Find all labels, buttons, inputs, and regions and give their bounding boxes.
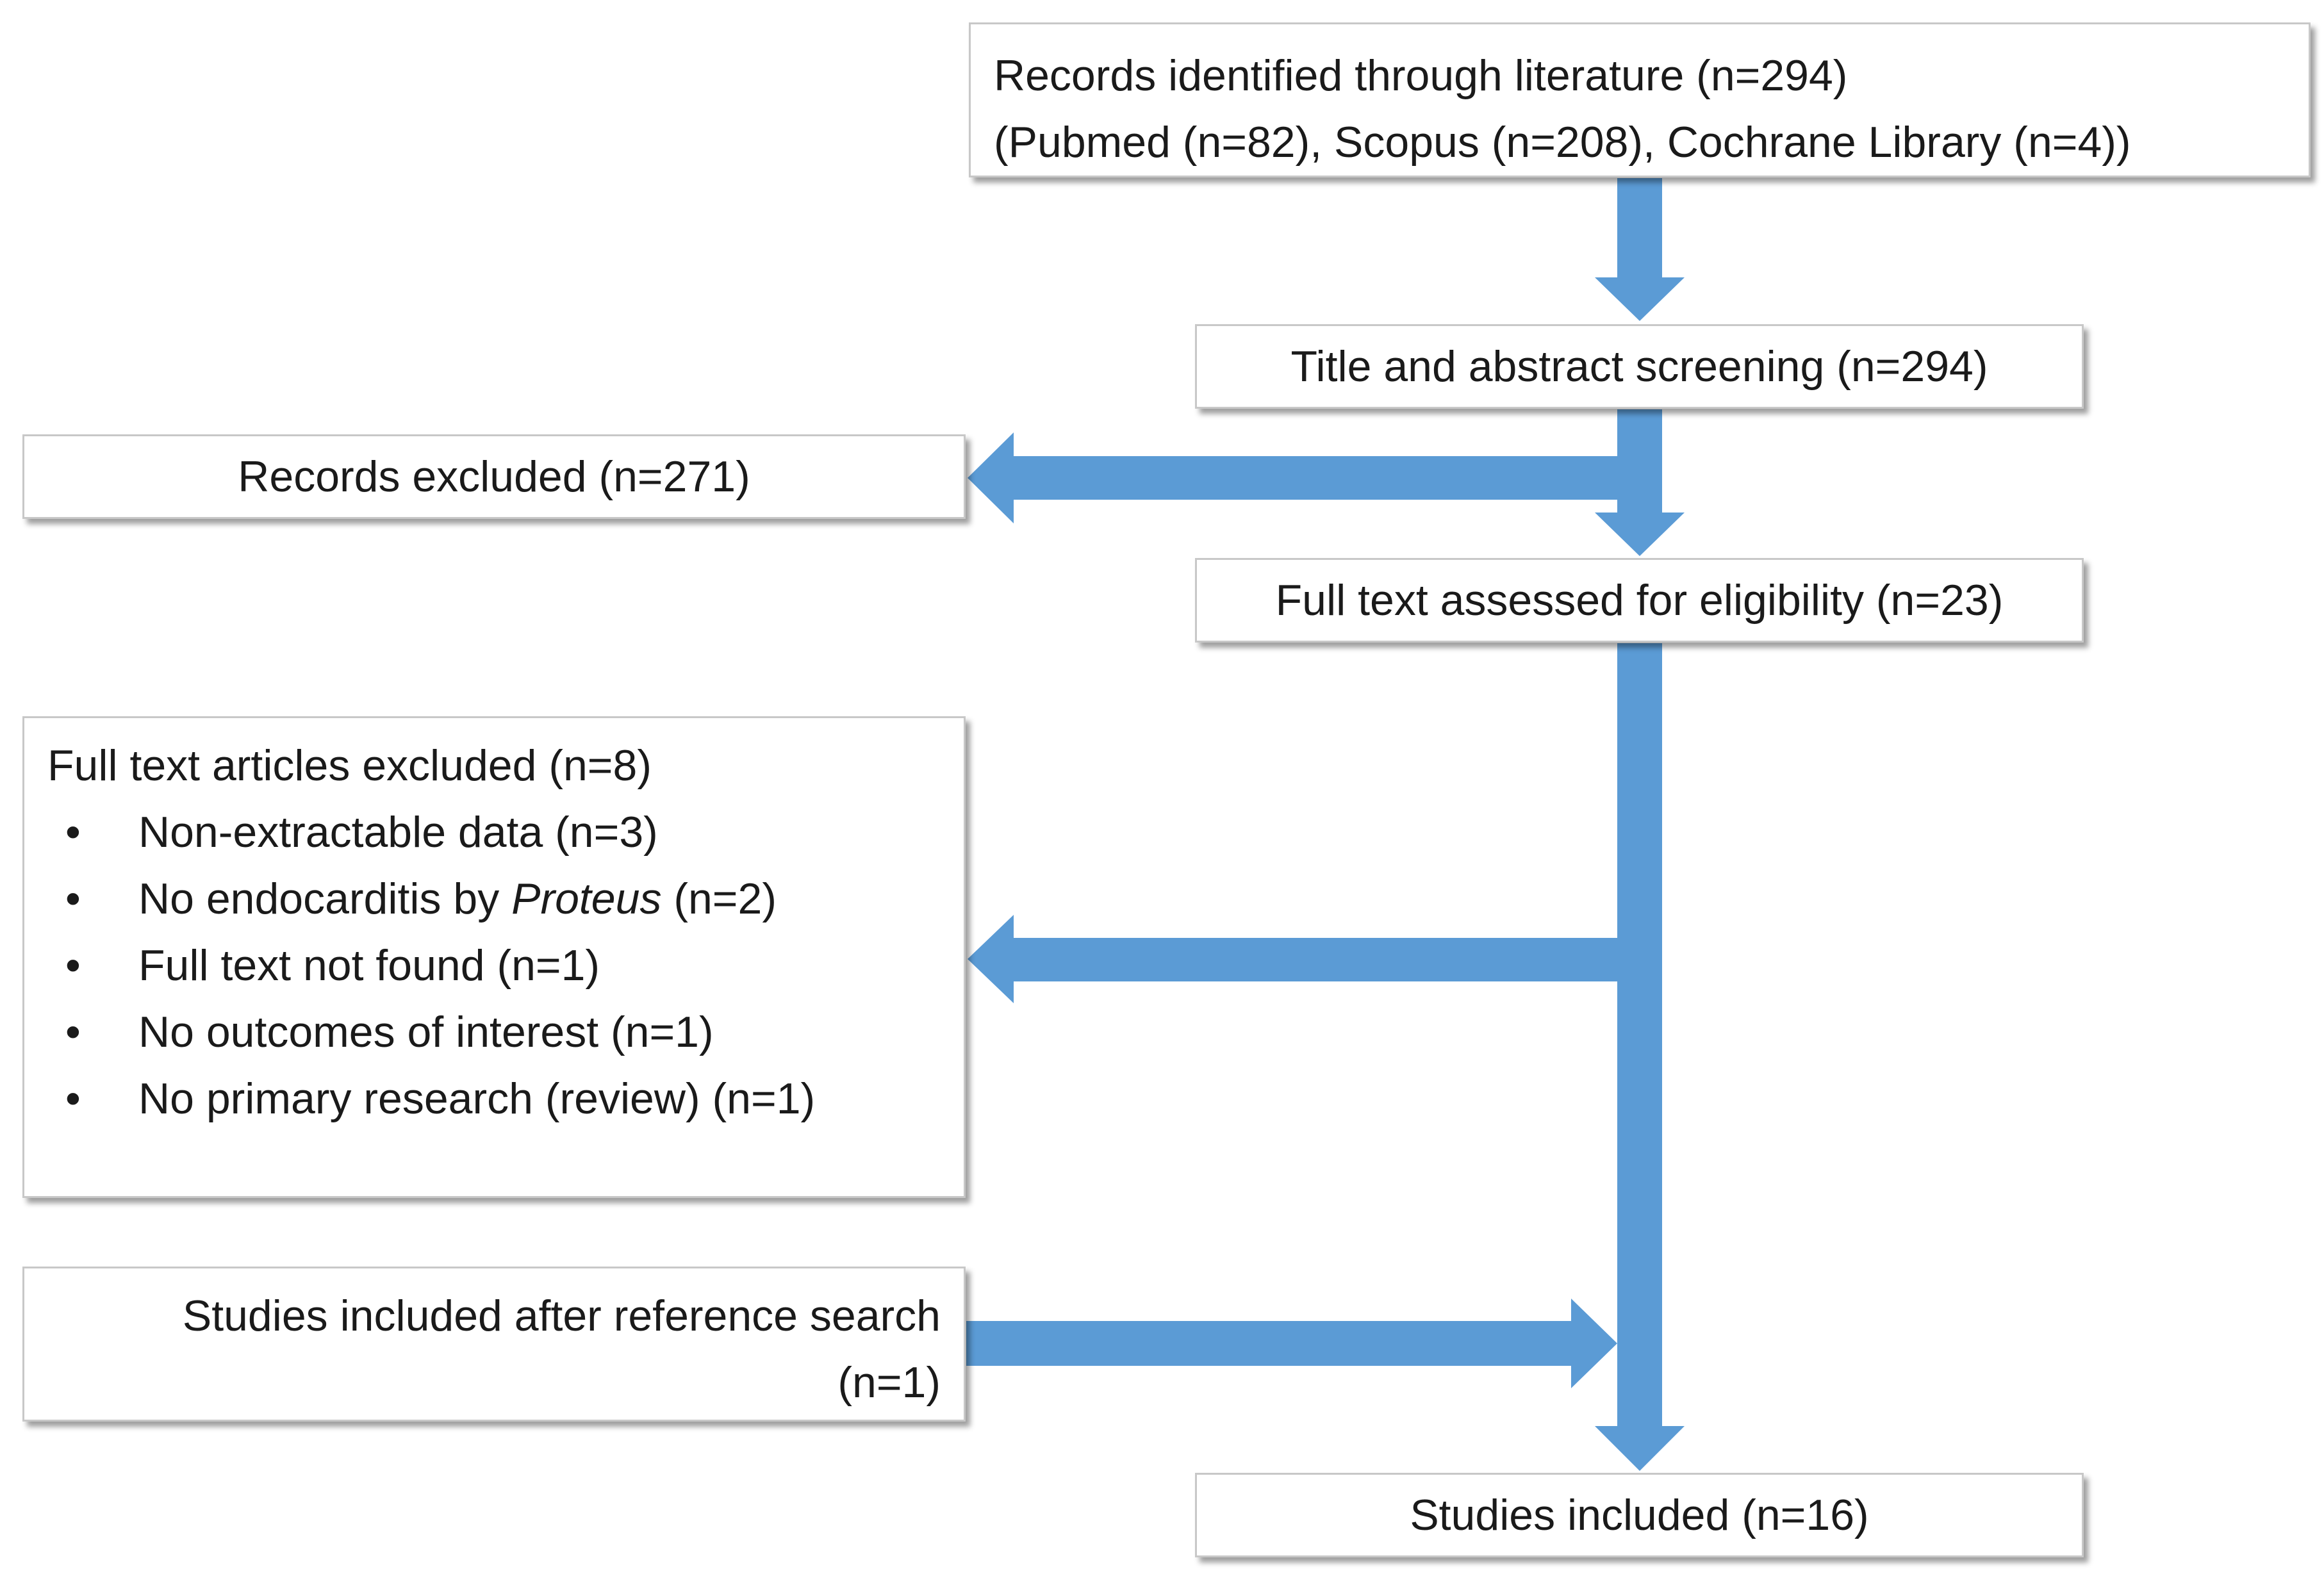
arrow-to-included — [1595, 643, 1685, 1471]
records-identified-box: Records identified through literature (n… — [969, 22, 2311, 177]
exclusion-reason-text: Non-extractable data (n=3) — [138, 808, 658, 857]
arrow-to-fulltext — [1595, 409, 1685, 556]
arrow-to-screening — [1595, 178, 1685, 321]
arrow-to-fulltext-excluded — [968, 915, 1617, 1003]
exclusion-reason-item: • No endocarditis by Proteus (n=2) — [47, 865, 964, 932]
arrow-from-reference-search — [966, 1299, 1617, 1388]
exclusion-reason-text: No outcomes of interest (n=1) — [138, 1008, 714, 1056]
screening-label: Title and abstract screening (n=294) — [1290, 342, 1988, 391]
bullet-marker: • — [65, 941, 81, 990]
records-identified-sources: (Pubmed (n=82), Scopus (n=208), Cochrane… — [994, 118, 2131, 167]
exclusion-reason-item: • Non-extractable data (n=3) — [47, 799, 964, 865]
records-excluded-label: Records excluded (n=271) — [238, 452, 750, 501]
studies-included-label: Studies included (n=16) — [1410, 1491, 1869, 1539]
exclusion-reason-text-before: No endocarditis by — [138, 874, 512, 923]
bullet-marker: • — [65, 1008, 81, 1056]
bullet-marker: • — [65, 874, 81, 923]
exclusion-reasons-list: • Non-extractable data (n=3) • No endoca… — [47, 799, 964, 1132]
exclusion-reason-item: • No outcomes of interest (n=1) — [47, 999, 964, 1065]
fulltext-assessed-label: Full text assessed for eligibility (n=23… — [1275, 576, 2004, 625]
exclusion-reason-item: • Full text not found (n=1) — [47, 932, 964, 999]
bullet-marker: • — [65, 808, 81, 857]
records-identified-label: Records identified through literature (n… — [994, 51, 1848, 100]
studies-included-box: Studies included (n=16) — [1195, 1473, 2084, 1557]
exclusion-reason-text-after: (n=2) — [661, 874, 777, 923]
bullet-marker: • — [65, 1074, 81, 1123]
exclusion-reason-organism: Proteus — [511, 874, 662, 923]
exclusion-reason-text: No primary research (review) (n=1) — [138, 1074, 816, 1123]
arrow-to-records-excluded — [968, 432, 1617, 523]
fulltext-excluded-box: Full text articles excluded (n=8) • Non-… — [22, 716, 966, 1198]
exclusion-reason-text: Full text not found (n=1) — [138, 941, 600, 990]
fulltext-excluded-title: Full text articles excluded (n=8) — [47, 741, 652, 790]
screening-box: Title and abstract screening (n=294) — [1195, 324, 2084, 409]
fulltext-assessed-box: Full text assessed for eligibility (n=23… — [1195, 558, 2084, 643]
exclusion-reason-item: • No primary research (review) (n=1) — [47, 1065, 964, 1132]
reference-search-box: Studies included after reference search … — [22, 1267, 966, 1422]
reference-search-label: Studies included after reference search — [182, 1292, 941, 1340]
reference-search-count: (n=1) — [837, 1358, 941, 1407]
records-excluded-box: Records excluded (n=271) — [22, 434, 966, 519]
